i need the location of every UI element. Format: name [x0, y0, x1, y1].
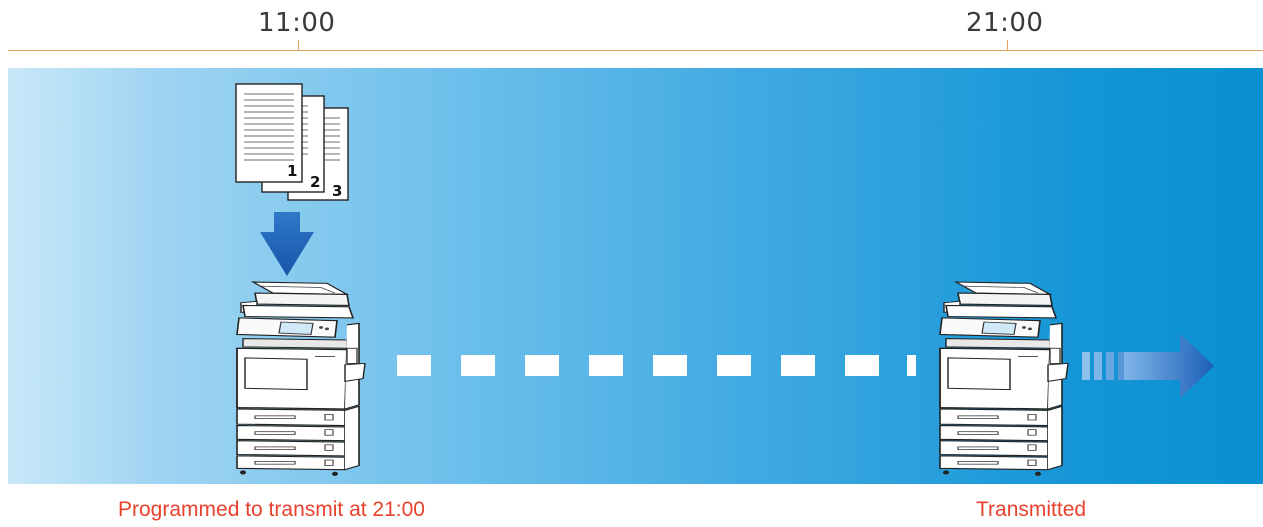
timeline-tick-start	[298, 40, 299, 51]
start-time-label: 11:00	[258, 8, 336, 38]
page-number-3: 3	[332, 182, 342, 200]
programmed-caption: Programmed to transmit at 21:00	[118, 498, 425, 521]
dashed-connector	[397, 355, 916, 376]
timeline-tick-end	[1007, 40, 1008, 51]
multifunction-printer-icon	[236, 281, 366, 477]
transmitted-caption: Transmitted	[976, 498, 1087, 521]
page-number-1: 1	[287, 162, 297, 180]
document-stack-icon: 1 2 3	[235, 83, 349, 201]
page-number-2: 2	[310, 173, 320, 191]
down-arrow-icon	[260, 212, 314, 276]
end-time-label: 21:00	[966, 8, 1044, 38]
transmit-arrow-icon	[1082, 334, 1214, 398]
multifunction-printer-icon	[939, 281, 1069, 477]
timeline-line	[8, 50, 1263, 51]
